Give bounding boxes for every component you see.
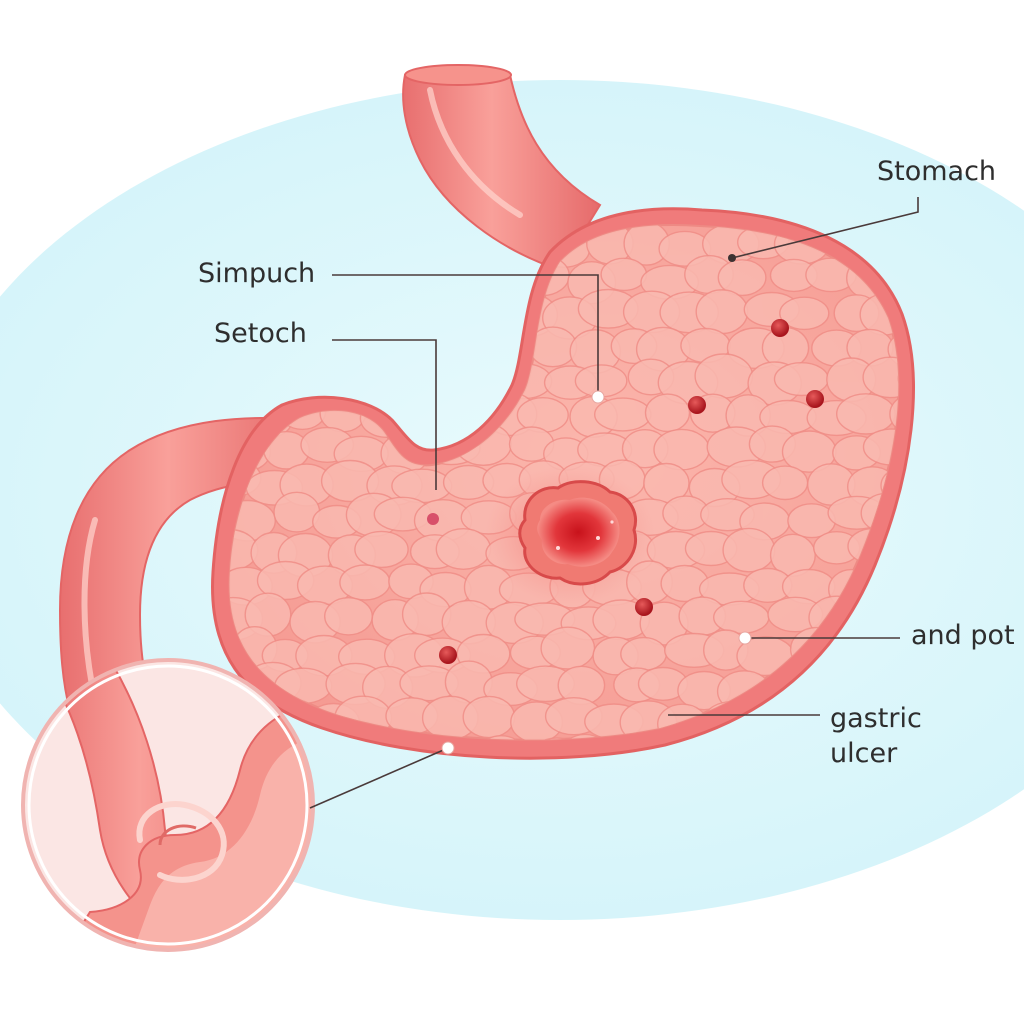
lesion-dot xyxy=(771,319,789,337)
leader-simpuch xyxy=(332,274,599,395)
mucosa-bump xyxy=(559,733,611,740)
mucosa-bump xyxy=(620,636,668,672)
mucosa-bump xyxy=(324,597,374,636)
mucosa-bump xyxy=(540,626,596,670)
pointer-dot xyxy=(728,254,736,262)
mucosa-bump xyxy=(339,564,391,601)
mucosa-bump xyxy=(695,289,749,335)
mucosa-bump xyxy=(887,329,899,370)
label-gastric-line2: ulcer xyxy=(830,737,898,769)
lesion-dot xyxy=(688,396,706,414)
lesion-dot xyxy=(806,390,824,408)
mucosa-bump xyxy=(462,695,516,739)
magnifier-inset xyxy=(21,658,315,952)
lesion-dot xyxy=(439,646,457,664)
leader-lines xyxy=(309,197,919,809)
pointer-dot xyxy=(738,631,752,645)
pointer-dot xyxy=(591,390,605,404)
leader-setoch xyxy=(332,339,437,490)
label-gastric-line1: gastric xyxy=(830,703,922,734)
label-simpuch: Simpuch xyxy=(198,258,316,289)
leader-stomach xyxy=(731,197,919,259)
mucosa-bump xyxy=(644,393,691,433)
label-and-pot: and pot xyxy=(911,620,1015,651)
mucosa-bump xyxy=(713,600,770,635)
label-setoch: Setoch xyxy=(214,318,307,349)
pointer-dot xyxy=(441,741,455,755)
mucosa-bump xyxy=(694,353,754,399)
mucosa-bump xyxy=(722,527,776,573)
mucosa-bump xyxy=(478,735,525,740)
mucosa-bump xyxy=(717,259,767,297)
mucosa-bump xyxy=(435,528,492,571)
ulcer-crater xyxy=(485,465,655,605)
mucosa-bump xyxy=(889,392,899,436)
label-stomach: Stomach xyxy=(877,156,997,187)
mucosa-bump xyxy=(600,257,648,292)
label-gastric-ulcer: gastric ulcer xyxy=(830,702,970,771)
lesion-dot xyxy=(427,513,439,525)
mucosa-bump xyxy=(862,356,899,399)
small-lesions xyxy=(427,319,824,664)
mucosa-bump xyxy=(836,393,896,435)
mucosa-bump xyxy=(531,737,583,740)
mucosa-bump xyxy=(779,296,830,331)
esophagus xyxy=(402,64,602,272)
mucosa-bump xyxy=(594,397,652,432)
pointer-dots xyxy=(441,254,752,755)
mucosa-bump xyxy=(354,530,409,569)
leader-inset xyxy=(309,747,449,809)
mucosa-bump xyxy=(761,465,809,501)
lesion-dot xyxy=(635,598,653,616)
mucosa-bump xyxy=(773,362,829,397)
